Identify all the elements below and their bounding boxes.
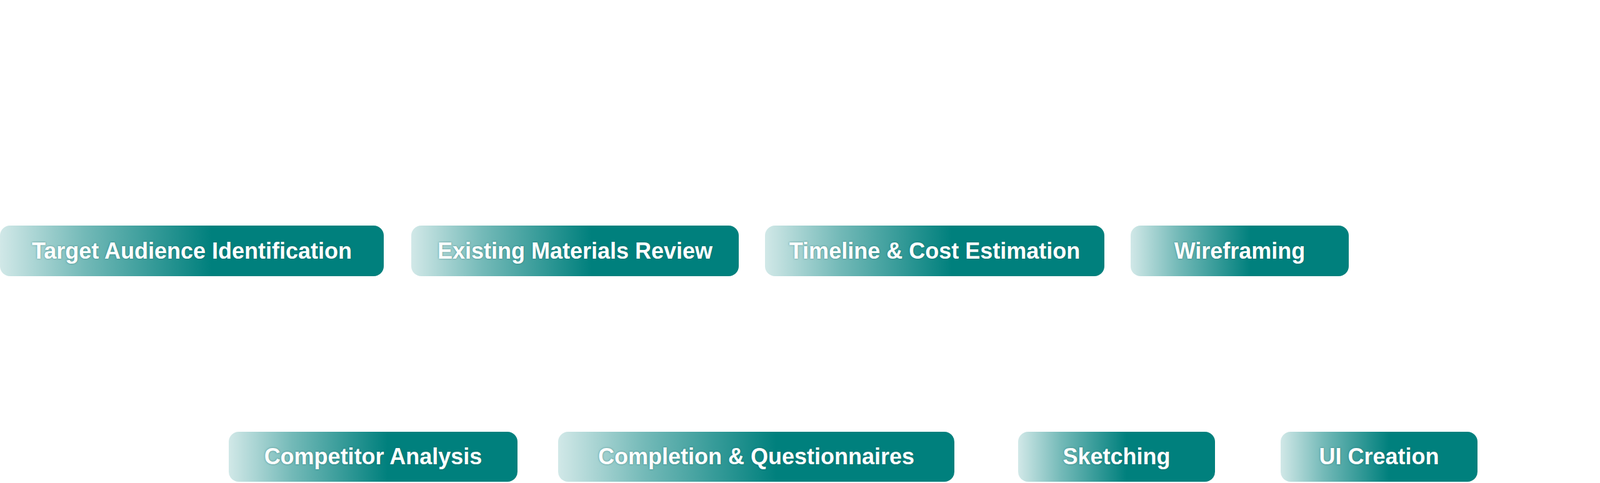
process-box: Sketching bbox=[1018, 431, 1215, 482]
box-label: Sketching bbox=[1062, 444, 1170, 470]
process-box: UI Creation bbox=[1280, 431, 1478, 482]
process-box: Timeline & Cost Estimation bbox=[765, 225, 1105, 277]
box-label: Completion & Questionnaires bbox=[598, 444, 915, 470]
box-label: Target Audience Identification bbox=[31, 238, 352, 264]
box-label: Wireframing bbox=[1174, 238, 1306, 264]
process-box: Competitor Analysis bbox=[228, 431, 518, 482]
box-label: Existing Materials Review bbox=[437, 238, 713, 264]
box-label: Timeline & Cost Estimation bbox=[789, 238, 1080, 264]
process-box: Target Audience Identification bbox=[0, 225, 384, 277]
process-box: Wireframing bbox=[1130, 225, 1349, 277]
box-label: Competitor Analysis bbox=[264, 444, 483, 470]
box-label: UI Creation bbox=[1318, 444, 1439, 470]
process-box: Completion & Questionnaires bbox=[558, 431, 955, 482]
process-box: Existing Materials Review bbox=[411, 225, 739, 277]
